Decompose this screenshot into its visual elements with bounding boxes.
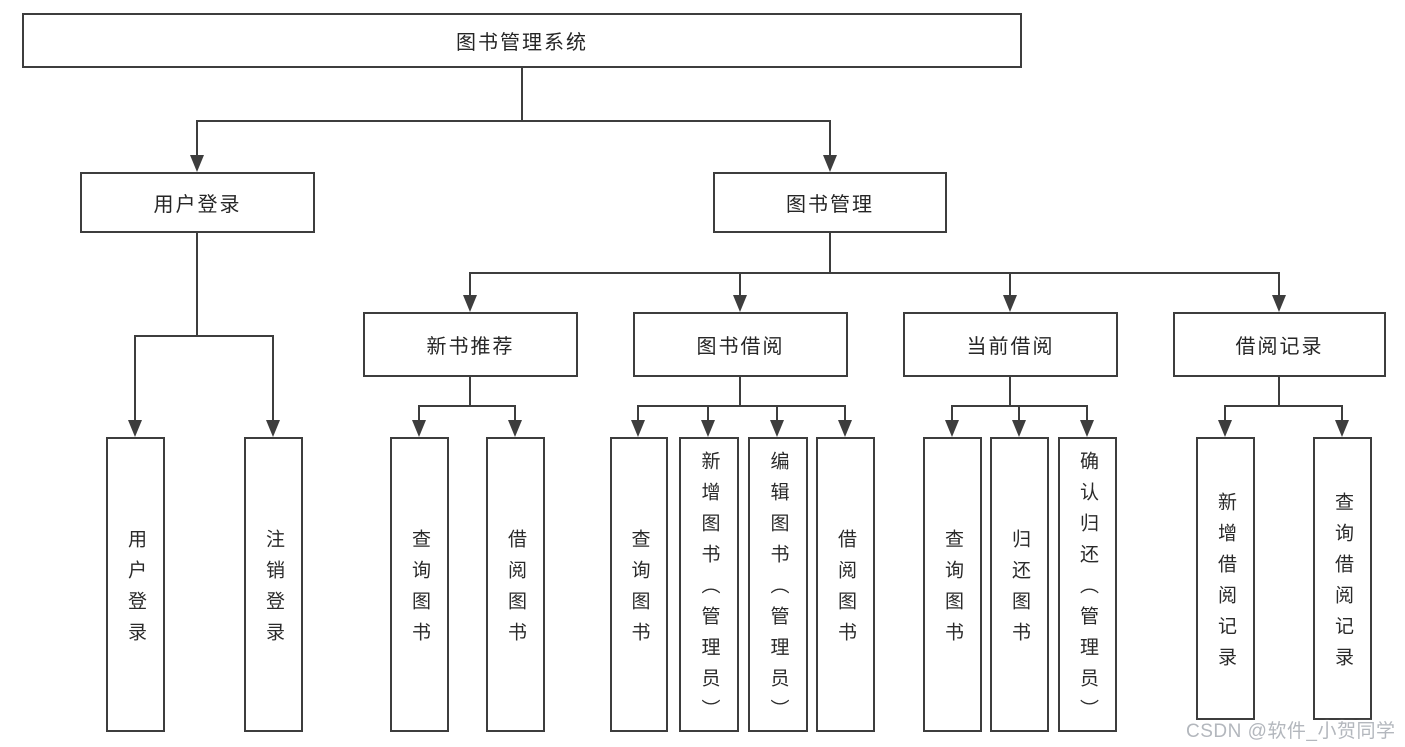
- node-label: 查询图书: [942, 528, 963, 653]
- node-book-borrowing: 图书借阅: [633, 312, 848, 377]
- node-label: 用户登录: [153, 194, 242, 216]
- node-label: 当前借阅: [966, 336, 1055, 358]
- node-label: 确认归还（管理员）: [1077, 451, 1098, 730]
- node-label: 新增借阅记录: [1215, 491, 1236, 678]
- node-borrowing-records: 借阅记录: [1173, 312, 1386, 377]
- node-label: 编辑图书（管理员）: [767, 451, 789, 730]
- node-label: 查询图书: [628, 528, 650, 653]
- leaf-user-login: 用户登录: [106, 437, 165, 732]
- leaf-logout-login: 注销登录: [244, 437, 303, 732]
- node-label: 借阅图书: [505, 528, 526, 653]
- leaf-edit-books-admin: 编辑图书（管理员）: [748, 437, 808, 732]
- node-label: 归还图书: [1009, 528, 1030, 653]
- node-label: 图书借阅: [696, 336, 785, 358]
- node-label: 图书管理: [786, 194, 874, 216]
- node-new-book-recommendation: 新书推荐: [363, 312, 578, 377]
- node-current-borrowing: 当前借阅: [903, 312, 1118, 377]
- node-label: 图书管理系统: [456, 32, 588, 54]
- leaf-borrow-books-borrowing: 借阅图书: [816, 437, 875, 732]
- leaf-query-books-borrowing: 查询图书: [610, 437, 668, 732]
- node-user-login: 用户登录: [80, 172, 315, 233]
- node-label: 借阅记录: [1235, 336, 1324, 358]
- leaf-confirm-return-admin: 确认归还（管理员）: [1058, 437, 1117, 732]
- node-label: 查询借阅记录: [1332, 491, 1353, 678]
- leaf-add-books-admin: 新增图书（管理员）: [679, 437, 739, 732]
- node-library-system: 图书管理系统: [22, 13, 1022, 68]
- leaf-query-borrow-record: 查询借阅记录: [1313, 437, 1372, 720]
- node-book-management: 图书管理: [713, 172, 947, 233]
- csdn-watermark: CSDN @软件_小贺同学: [1186, 721, 1396, 742]
- leaf-query-books-current: 查询图书: [923, 437, 982, 732]
- node-label: 新增图书（管理员）: [698, 451, 720, 730]
- node-label: 借阅图书: [835, 528, 856, 653]
- leaf-add-borrow-record: 新增借阅记录: [1196, 437, 1255, 720]
- node-label: 查询图书: [409, 528, 430, 653]
- node-label: 注销登录: [263, 528, 284, 653]
- leaf-query-books-recommend: 查询图书: [390, 437, 449, 732]
- leaf-return-books: 归还图书: [990, 437, 1049, 732]
- node-label: 用户登录: [125, 528, 146, 653]
- node-label: 新书推荐: [426, 336, 515, 358]
- leaf-borrow-books-recommend: 借阅图书: [486, 437, 545, 732]
